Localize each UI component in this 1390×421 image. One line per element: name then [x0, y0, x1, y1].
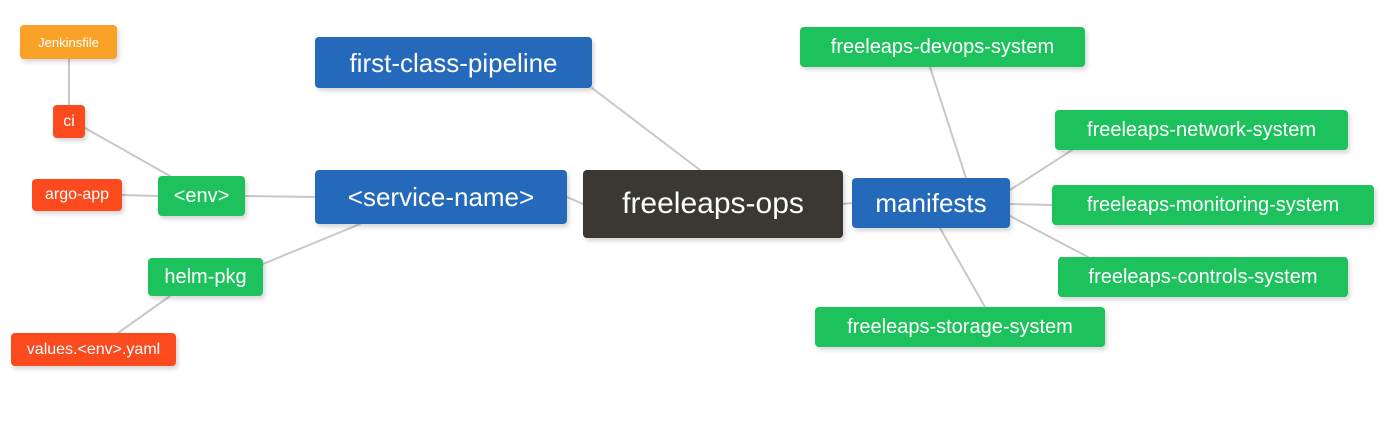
node-label-freeleaps-controls-system: freeleaps-controls-system [1088, 266, 1318, 288]
edge-freeleaps-ops-to-first-class-pipeline [591, 87, 701, 171]
node-freeleaps-ops[interactable]: freeleaps-ops [583, 170, 843, 238]
edge-service-name-to-helm-pkg [262, 223, 361, 265]
node-freeleaps-monitoring-system[interactable]: freeleaps-monitoring-system [1052, 185, 1374, 225]
node-first-class-pipeline[interactable]: first-class-pipeline [315, 37, 592, 88]
node-label-service-name: <service-name> [347, 182, 535, 212]
edge-manifests-to-freeleaps-monitoring-system [1009, 203, 1053, 206]
node-label-values-env-yaml: values.<env>.yaml [26, 340, 161, 358]
edge-manifests-to-freeleaps-devops-system [929, 66, 967, 179]
edge-freeleaps-ops-to-service-name [566, 196, 584, 205]
node-label-freeleaps-network-system: freeleaps-network-system [1087, 119, 1316, 141]
node-freeleaps-devops-system[interactable]: freeleaps-devops-system [800, 27, 1085, 67]
edge-service-name-to-env [244, 195, 316, 198]
node-manifests[interactable]: manifests [852, 178, 1010, 228]
node-values-env-yaml[interactable]: values.<env>.yaml [11, 333, 176, 366]
node-freeleaps-controls-system[interactable]: freeleaps-controls-system [1058, 257, 1348, 297]
edge-freeleaps-ops-to-manifests [842, 202, 853, 205]
node-label-manifests: manifests [875, 188, 987, 218]
node-ci[interactable]: ci [53, 105, 85, 138]
edge-env-to-ci [84, 127, 171, 177]
node-label-freeleaps-monitoring-system: freeleaps-monitoring-system [1086, 194, 1340, 216]
node-jenkinsfile[interactable]: Jenkinsfile [20, 25, 117, 59]
node-label-ci: ci [63, 112, 75, 130]
node-label-jenkinsfile: Jenkinsfile [38, 34, 99, 50]
node-label-env: <env> [173, 185, 230, 207]
node-helm-pkg[interactable]: helm-pkg [148, 258, 263, 296]
node-freeleaps-network-system[interactable]: freeleaps-network-system [1055, 110, 1348, 150]
node-freeleaps-storage-system[interactable]: freeleaps-storage-system [815, 307, 1105, 347]
node-label-helm-pkg: helm-pkg [164, 266, 247, 288]
node-label-freeleaps-ops: freeleaps-ops [622, 187, 804, 220]
node-label-argo-app: argo-app [44, 186, 110, 203]
edge-env-to-argo-app [121, 194, 159, 197]
edge-manifests-to-freeleaps-network-system [1009, 149, 1073, 191]
node-label-freeleaps-storage-system: freeleaps-storage-system [847, 316, 1073, 338]
edge-helm-pkg-to-values-env-yaml [117, 295, 171, 334]
edge-manifests-to-freeleaps-storage-system [939, 227, 986, 308]
node-env[interactable]: <env> [158, 176, 245, 216]
node-label-first-class-pipeline: first-class-pipeline [349, 47, 558, 78]
node-service-name[interactable]: <service-name> [315, 170, 567, 224]
node-argo-app[interactable]: argo-app [32, 179, 122, 211]
node-label-freeleaps-devops-system: freeleaps-devops-system [830, 36, 1055, 58]
